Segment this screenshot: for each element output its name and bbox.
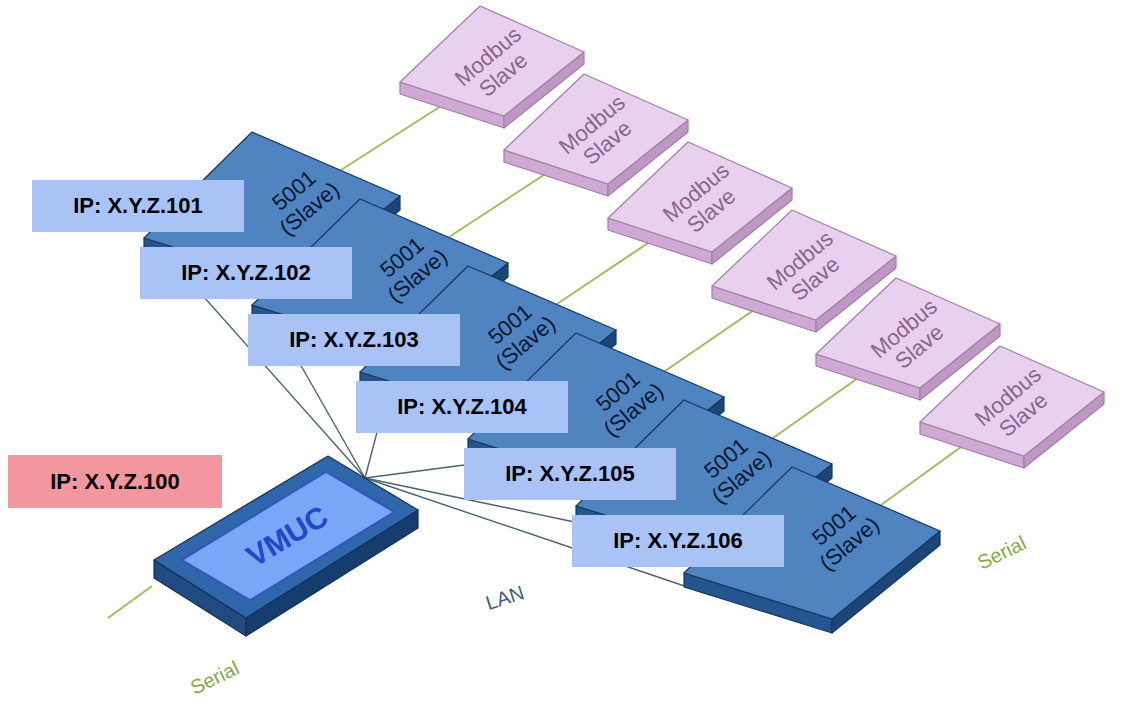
bus-label: Serial	[974, 531, 1030, 574]
serial-link	[341, 99, 452, 170]
vmuc-master-unit: VMUC	[150, 452, 422, 642]
ip-address-text: IP: X.Y.Z.106	[613, 529, 743, 553]
ip-address-text: IP: X.Y.Z.104	[397, 395, 527, 419]
ip-address-text: IP: X.Y.Z.105	[505, 462, 635, 486]
display-screen	[182, 472, 394, 600]
ip-address-tag: IP: X.Y.Z.101	[32, 180, 244, 232]
ip-address-tag: IP: X.Y.Z.102	[140, 247, 352, 299]
ip-address-tag: IP: X.Y.Z.105	[464, 448, 676, 500]
slab-top-face	[154, 456, 418, 618]
serial-link	[557, 235, 660, 304]
network-label: LAN	[483, 581, 527, 615]
serial-link	[665, 303, 764, 371]
ip-address-text: IP: X.Y.Z.101	[73, 194, 203, 218]
serial-link	[881, 439, 972, 505]
serial-link	[449, 167, 556, 237]
ip-address-tag: IP: X.Y.Z.103	[248, 314, 460, 366]
modbus-slave-box: Modbus Slave	[918, 344, 1108, 468]
serial-wire	[108, 586, 152, 618]
slab-top-face	[920, 346, 1104, 456]
ip-address-tag: IP: X.Y.Z.106	[572, 515, 784, 567]
master-ip-tag: IP: X.Y.Z.100	[8, 455, 222, 508]
ip-address-text: IP: X.Y.Z.102	[181, 261, 311, 285]
serial-link	[773, 371, 868, 438]
ip-address-text: IP: X.Y.Z.103	[289, 328, 419, 352]
ip-address-tag: IP: X.Y.Z.104	[356, 381, 568, 433]
bus-label: Serial	[187, 656, 243, 699]
ip-address-text: IP: X.Y.Z.100	[50, 469, 180, 493]
